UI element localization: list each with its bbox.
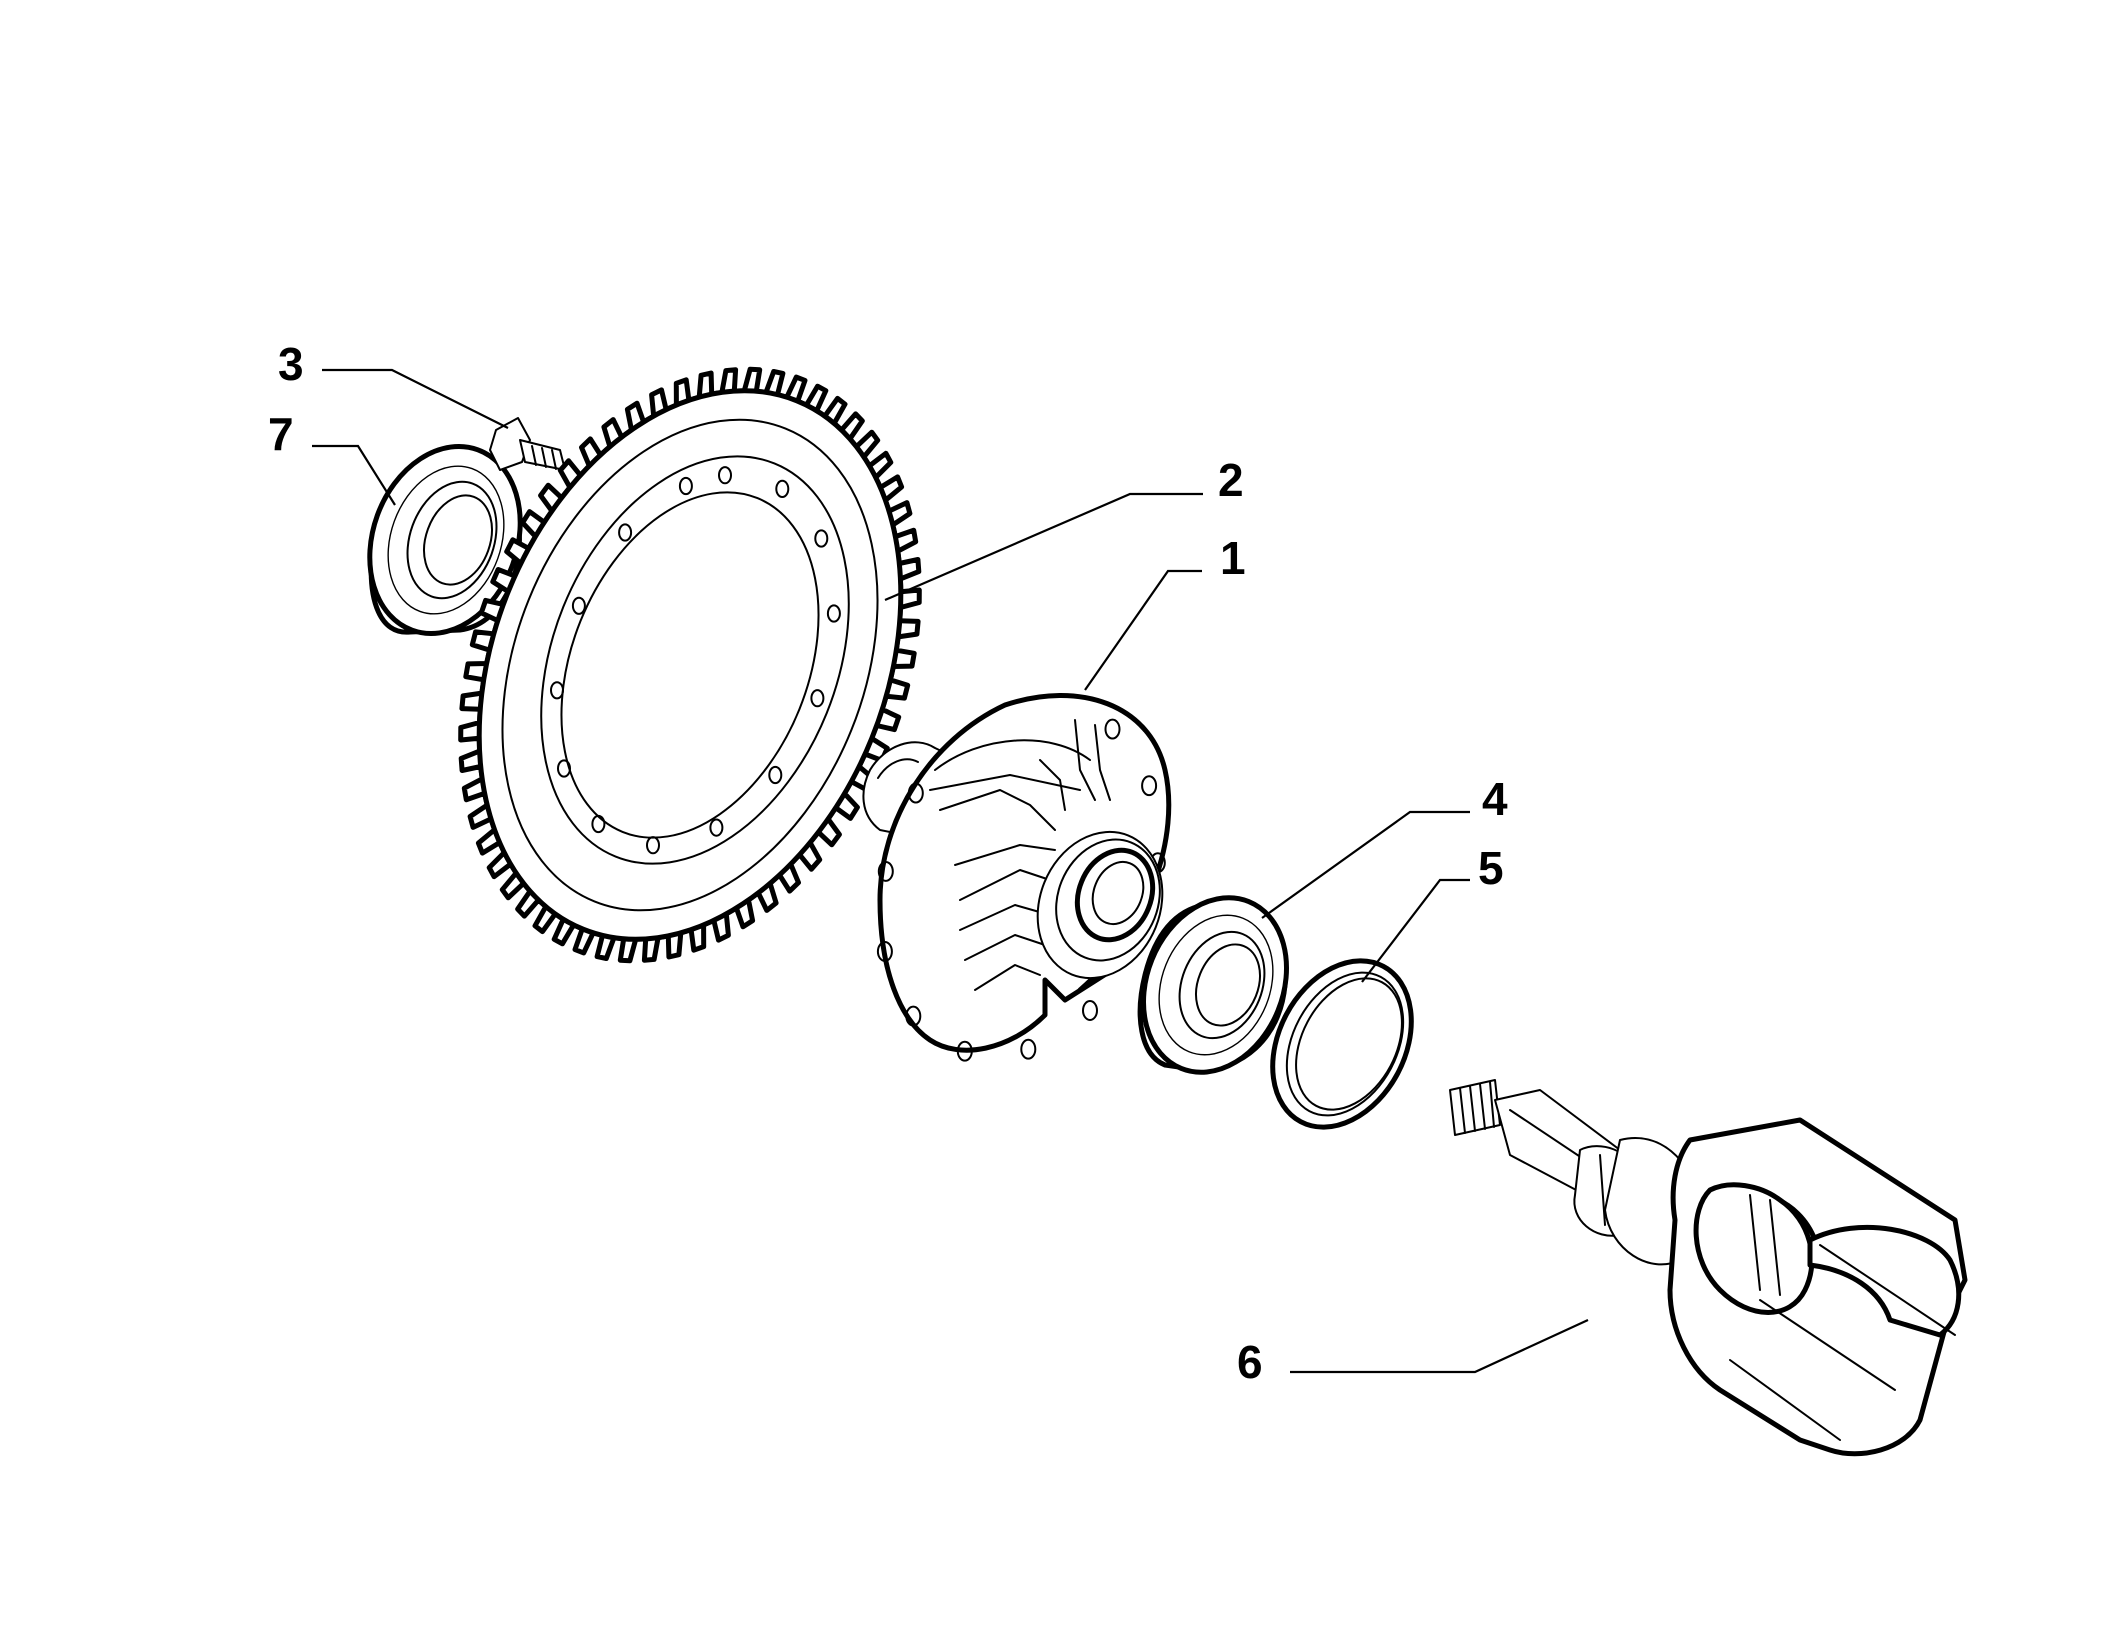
leader-2: [884, 492, 1203, 602]
callout-6: 6: [1237, 1336, 1263, 1388]
callout-1: 1: [1220, 532, 1246, 584]
bolt-hole: [1141, 775, 1158, 797]
leader-1: [1084, 569, 1202, 691]
part-3-bolt[interactable]: [489, 417, 566, 471]
part-4-bearing[interactable]: [1118, 876, 1312, 1094]
leader-3: [322, 368, 509, 429]
bolt-hole: [618, 523, 633, 542]
leader-5: [1361, 878, 1470, 983]
bolt-hole: [1104, 718, 1121, 740]
bolt-hole: [557, 759, 571, 778]
part-2-ring-gear[interactable]: [402, 327, 979, 1002]
bolt-hole: [550, 681, 564, 700]
callout-2: 2: [1218, 454, 1244, 506]
bolt-hole: [810, 689, 825, 708]
callout-labels: 3 7 2 1 4 5 6: [268, 338, 1508, 1388]
bolt-hole: [905, 1005, 922, 1027]
bolt-hole: [571, 596, 586, 615]
callout-3: 3: [278, 338, 304, 390]
bolt-hole: [591, 814, 606, 834]
leader-6: [1290, 1319, 1589, 1374]
bolt-hole: [775, 479, 790, 498]
bolt-hole: [1082, 1000, 1098, 1021]
leader-4: [1261, 810, 1470, 919]
bolt-hole: [814, 529, 829, 548]
bolt-hole: [768, 765, 783, 785]
bolt-hole: [826, 604, 841, 623]
bolt-hole: [646, 836, 660, 855]
bolt-hole: [1020, 1038, 1037, 1060]
bolt-hole: [956, 1040, 973, 1062]
part-1-differential-housing[interactable]: [862, 692, 1183, 1062]
part-7-bearing[interactable]: [345, 425, 546, 655]
leader-7: [312, 444, 396, 506]
callout-4: 4: [1482, 773, 1508, 825]
part-5-shim-ring[interactable]: [1245, 937, 1439, 1152]
part-6-drive-shaft-joint[interactable]: [1449, 1079, 1968, 1457]
bolt-hole: [877, 860, 894, 882]
bolt-hole: [876, 941, 893, 962]
callout-7: 7: [268, 408, 294, 460]
bolt-hole: [678, 476, 693, 496]
bolt-hole: [709, 818, 724, 837]
leader-lines: [312, 368, 1589, 1374]
callout-5: 5: [1478, 842, 1504, 894]
bolt-hole: [718, 466, 732, 485]
bolt-hole: [907, 782, 924, 804]
